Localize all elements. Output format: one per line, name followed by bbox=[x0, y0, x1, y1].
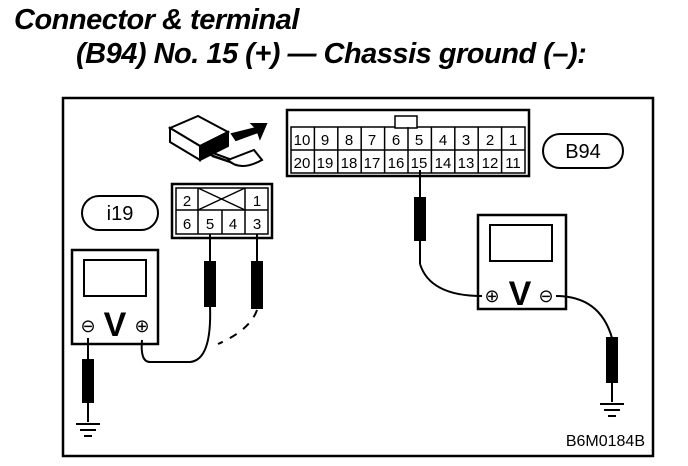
b94-pin: 8 bbox=[345, 132, 353, 149]
b94-top-row-pins: 10 9 8 7 6 5 4 3 2 1 bbox=[294, 132, 518, 149]
connector-plug-illustration bbox=[167, 114, 268, 167]
i19-label: i19 bbox=[107, 203, 134, 225]
connector-b94: 10 9 8 7 6 5 4 3 2 1 20 19 18 17 16 15 1… bbox=[285, 108, 531, 178]
b94-pin: 4 bbox=[439, 132, 447, 149]
i19-pin: 2 bbox=[183, 193, 191, 210]
b94-pin: 18 bbox=[341, 155, 358, 172]
b94-pin: 10 bbox=[294, 132, 311, 149]
voltmeter-left-plus-terminal: ⊕ bbox=[134, 316, 149, 336]
i19-pin: 1 bbox=[253, 193, 261, 210]
ground-symbol-left bbox=[76, 423, 100, 437]
i19-pin: 6 bbox=[183, 216, 191, 233]
b94-pin: 16 bbox=[388, 155, 405, 172]
b94-label-bubble: B94 bbox=[542, 133, 624, 169]
ground-symbol-right bbox=[600, 403, 624, 417]
test-leads bbox=[82, 170, 618, 422]
title-line-1: Connector & terminal bbox=[14, 4, 299, 36]
connector-i19: 2 1 6 5 4 3 bbox=[170, 182, 274, 240]
b94-pin: 1 bbox=[509, 132, 517, 149]
title-line-2: (B94) No. 15 (+) — Chassis ground (–): bbox=[76, 38, 587, 70]
voltmeter-right: V ⊕ ⊖ bbox=[476, 213, 568, 313]
voltmeter-right-plus-terminal: ⊕ bbox=[484, 286, 499, 306]
voltmeter-left-letter: V bbox=[104, 306, 127, 344]
b94-pin: 15 bbox=[411, 155, 428, 172]
i19-pin: 4 bbox=[229, 216, 237, 233]
b94-pin: 13 bbox=[458, 155, 475, 172]
b94-pin: 7 bbox=[368, 132, 376, 149]
figure-code: B6M0184B bbox=[566, 433, 645, 450]
b94-pin: 19 bbox=[317, 155, 334, 172]
voltmeter-left: V ⊖ ⊕ bbox=[70, 248, 160, 346]
i19-pin: 5 bbox=[206, 216, 214, 233]
voltmeter-left-minus-terminal: ⊖ bbox=[80, 316, 95, 336]
b94-pin: 5 bbox=[415, 132, 423, 149]
voltmeter-right-minus-terminal: ⊖ bbox=[538, 286, 553, 306]
b94-pin: 9 bbox=[321, 132, 329, 149]
voltmeter-right-letter: V bbox=[509, 275, 532, 313]
b94-label: B94 bbox=[565, 141, 601, 163]
b94-pin: 17 bbox=[364, 155, 381, 172]
i19-pin: 3 bbox=[253, 216, 261, 233]
b94-pin: 14 bbox=[435, 155, 452, 172]
b94-pin: 11 bbox=[505, 155, 521, 172]
b94-bottom-row-pins: 20 19 18 17 16 15 14 13 12 11 bbox=[294, 155, 521, 172]
b94-pin: 2 bbox=[486, 132, 494, 149]
b94-pin: 12 bbox=[482, 155, 499, 172]
b94-pin: 6 bbox=[392, 132, 400, 149]
diagram-frame bbox=[61, 96, 655, 458]
i19-label-bubble: i19 bbox=[81, 195, 159, 231]
b94-pin: 20 bbox=[294, 155, 311, 172]
b94-pin: 3 bbox=[462, 132, 470, 149]
